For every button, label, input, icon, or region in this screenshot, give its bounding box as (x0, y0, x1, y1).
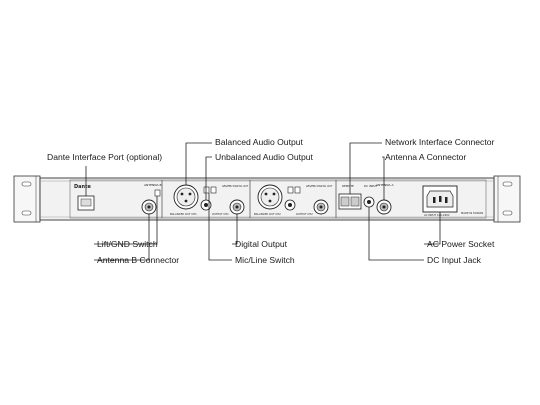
callout-ac-power-socket: AC Power Socket (427, 239, 495, 249)
callout-network-interface-connector: Network Interface Connector (385, 137, 495, 147)
callout-leader-lines (85, 142, 441, 261)
digital-out-ch1-label: AES/EBU DIGITAL OUT (222, 185, 249, 188)
network-interface-connector[interactable] (338, 193, 362, 210)
callout-balanced-audio-output: Balanced Audio Output (215, 137, 303, 147)
remote-label: REMOTE (342, 184, 354, 188)
dante-port[interactable] (77, 195, 95, 211)
xlr-output-ch2[interactable] (257, 184, 283, 210)
digital-output-ch2[interactable] (313, 199, 329, 215)
callout-mic-line-switch: Mic/Line Switch (235, 255, 295, 265)
callout-antenna-b-connector: Antenna B Connector (97, 255, 180, 265)
xlr-output-ch1[interactable] (173, 184, 199, 210)
unbalanced-output-ch2[interactable] (284, 199, 296, 211)
callout-dc-input-jack: DC Input Jack (427, 255, 481, 265)
dc-input-label: DC INPUT (364, 184, 378, 188)
antenna-b-panel-label: ANTENNA B (144, 183, 162, 187)
rack-ear-left (13, 175, 41, 223)
digital-output-ch1[interactable] (229, 199, 245, 215)
dante-logo: Dante (74, 184, 91, 190)
mic-line-switch-ch1[interactable] (203, 186, 217, 194)
rack-ear-right (493, 175, 521, 223)
callout-dante-interface-port: Dante Interface Port (optional) (47, 152, 163, 162)
antenna-a-connector[interactable] (376, 199, 392, 215)
antenna-a-panel-label: ANTENNA A (376, 183, 395, 187)
callout-lift-gnd-switch: Lift/GND Switch (97, 239, 158, 249)
unbalanced-output-ch1[interactable] (200, 199, 212, 211)
callout-unbalanced-audio-output: Unbalanced Audio Output (215, 152, 313, 162)
lift-gnd-switch[interactable] (154, 189, 161, 197)
antenna-b-connector[interactable] (141, 199, 157, 215)
digital-out-ch2-label: AES/EBU DIGITAL OUT (306, 185, 333, 188)
ac-power-socket[interactable] (422, 185, 458, 213)
callout-digital-output: Digital Output (235, 239, 288, 249)
balanced-out-ch1-label: BALANCED OUT CH1 (170, 212, 197, 216)
mic-line-switch-ch2[interactable] (287, 186, 301, 194)
ac-input-label: AC INPUT 100-240V (424, 213, 450, 217)
made-in-label: MADE IN TAIWAN (461, 211, 483, 215)
output-ch1-label: OUTPUT CH1 (212, 212, 229, 216)
callout-antenna-a-connector: Antenna A Connector (385, 152, 467, 162)
balanced-out-ch2-label: BALANCED OUT CH2 (254, 212, 281, 216)
dc-input-jack[interactable] (363, 196, 375, 208)
output-ch2-label: OUTPUT CH2 (296, 212, 313, 216)
